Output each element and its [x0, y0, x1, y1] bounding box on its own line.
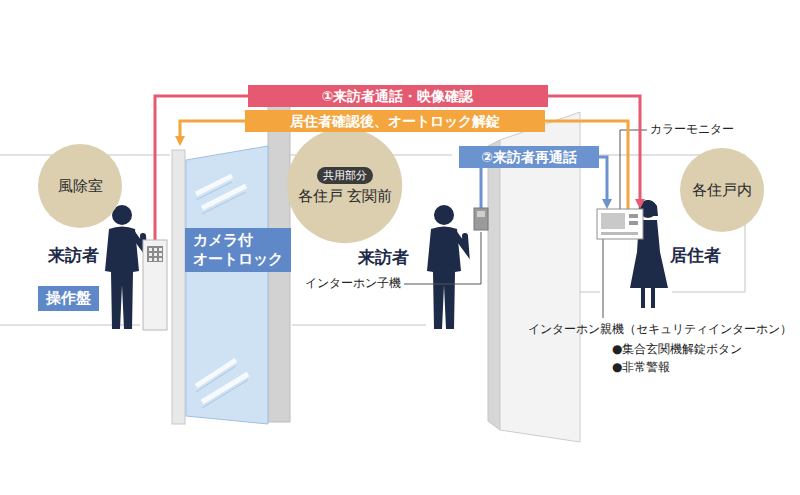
intercom-handset: インターホン子機: [474, 208, 488, 230]
label-box: 操作盤: [38, 286, 99, 311]
node-text: ●集合玄関機解錠ボタン: [612, 342, 742, 358]
node-text: 各住戸 玄関前: [298, 187, 393, 206]
edge-label-band: ①来訪者通話・映像確認: [248, 85, 548, 107]
area-circle: 各住戸内: [680, 148, 764, 232]
monitor-shape: [597, 209, 643, 239]
node-text: 風除室: [58, 177, 103, 196]
door-shape: [172, 146, 268, 424]
visitor-figure: [427, 205, 466, 329]
label-box: カメラ付 オートロック: [185, 228, 291, 272]
leader-line: [404, 130, 647, 318]
node-text: インターホン親機（セキュリティインターホン）: [528, 322, 792, 338]
intercom-master: カラーモニターインターホン親機（セキュリティインターホン）●集合玄関機解錠ボタン…: [597, 209, 643, 239]
edge-label-band: ②来訪者再通話: [459, 146, 599, 168]
wall-slab-side: [488, 140, 500, 430]
auto-lock-door: カメラ付 オートロック: [172, 146, 268, 424]
circle-shape: [287, 128, 402, 243]
unit-shape: [474, 208, 488, 230]
resident-figure: [626, 200, 668, 308]
role-label: 居住者: [670, 244, 721, 267]
area-circle: 共用部分各住戸 玄関前: [287, 128, 402, 243]
operation-panel: 操作盤: [143, 240, 167, 330]
area-tag: 共用部分: [317, 167, 373, 184]
edge-label-band: 居住者確認後、オートロック解錠: [245, 110, 545, 132]
role-label: 来訪者: [48, 244, 99, 267]
node-text: 各住戸内: [692, 181, 752, 200]
node-text: ●非常警報: [612, 360, 670, 376]
panel-shape: [143, 240, 167, 330]
node-text: カラーモニター: [650, 122, 734, 138]
node-text: インターホン子機: [305, 276, 401, 292]
visitor-figure: [105, 205, 144, 329]
area-circle: 風除室: [38, 144, 122, 228]
role-label: 来訪者: [358, 246, 409, 269]
